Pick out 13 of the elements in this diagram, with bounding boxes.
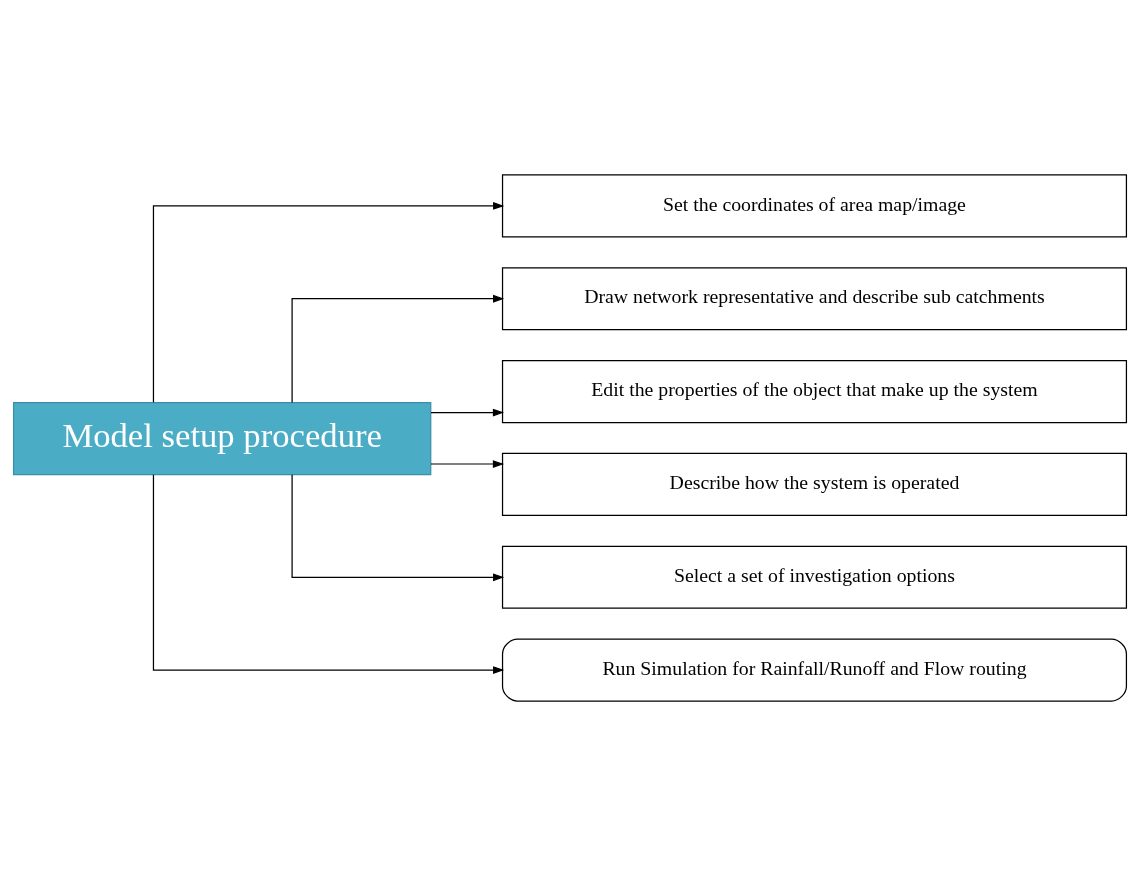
node-box: Describe how the system is operated — [501, 452, 1128, 516]
node-box: Model setup procedure — [12, 401, 432, 475]
arrow — [152, 473, 505, 674]
node-box: Draw network representative and describe sub catchments — [501, 266, 1128, 330]
arrow — [430, 459, 504, 468]
arrow — [291, 294, 505, 403]
arrow — [430, 408, 504, 417]
node-box: Select a set of investigation options — [501, 545, 1128, 609]
node-box: Edit the properties of the object that make up the system — [501, 359, 1128, 423]
node-box: Run Simulation for Rainfall/Runoff and Flow routing — [501, 638, 1128, 702]
arrow — [152, 201, 505, 403]
node-box: Set the coordinates of area map/image — [501, 173, 1128, 237]
arrow — [291, 473, 505, 581]
